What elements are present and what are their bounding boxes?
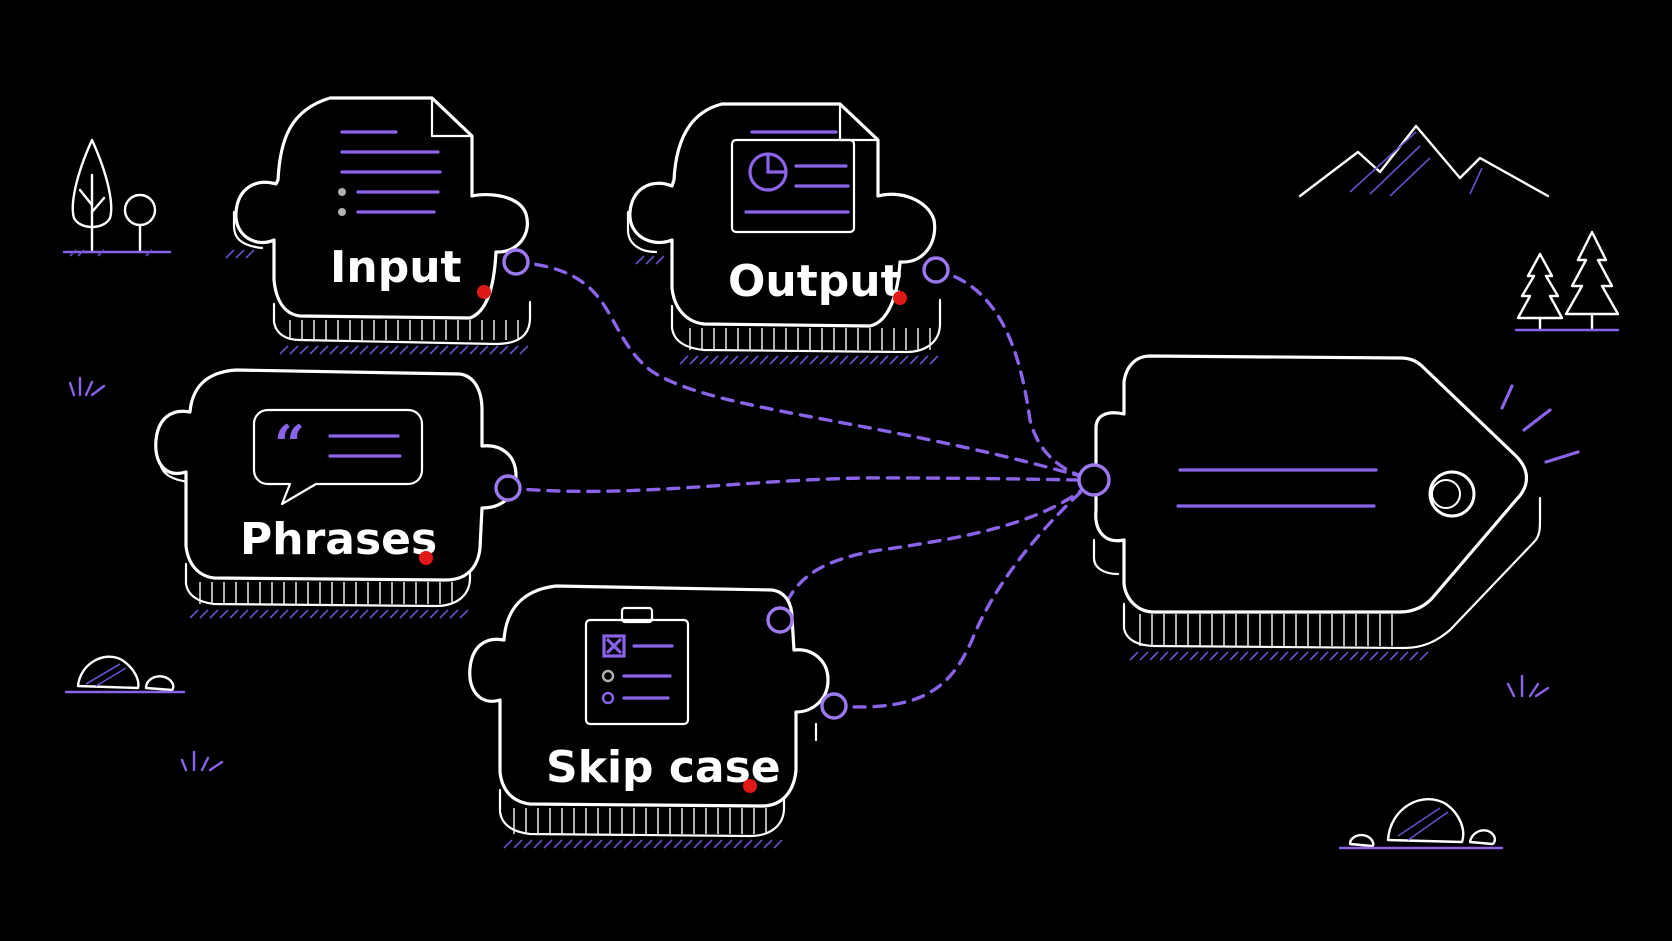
rock-icon (1338, 798, 1504, 850)
tag-hole-icon (1428, 470, 1476, 518)
output-port[interactable] (820, 692, 848, 720)
target-tag[interactable] (1077, 354, 1542, 650)
grass-icon (180, 750, 224, 772)
grass-icon (1506, 674, 1550, 698)
status-dot (893, 291, 907, 305)
connector-phrases (506, 476, 1096, 494)
output-port[interactable] (922, 256, 950, 284)
rock-icon (64, 655, 186, 694)
output-port[interactable] (502, 248, 530, 276)
scenery (62, 124, 1620, 850)
piece-label-phrases: Phrases (240, 514, 437, 565)
piece-label-skip-case: Skip case (546, 742, 781, 793)
quote-bubble-icon: “ (252, 408, 424, 506)
connector-input (514, 260, 1096, 482)
piece-3d-side (626, 210, 942, 354)
bush-icon (123, 193, 157, 254)
grass-icon (68, 376, 106, 397)
ground-shadow (69, 249, 153, 257)
puzzle-piece-phrases[interactable]: “ Phrases (154, 368, 522, 608)
mountain-icon (1298, 124, 1550, 198)
puzzle-piece-skip-case[interactable]: Skip case (468, 584, 848, 838)
status-dot (477, 285, 491, 299)
status-dot (419, 551, 433, 565)
document-chart-icon (730, 130, 856, 234)
status-dot (743, 779, 757, 793)
puzzle-piece-output[interactable]: Output (626, 102, 950, 354)
puzzle-piece-input[interactable]: Input (232, 96, 532, 346)
connector-skip-case-bottom (832, 478, 1096, 709)
piece-label-output: Output (728, 256, 902, 307)
output-port[interactable] (494, 474, 522, 502)
tag-3d-side (1092, 496, 1542, 650)
hatch-marks (189, 249, 1429, 849)
connectors (506, 260, 1096, 709)
piece-label-input: Input (330, 242, 462, 293)
pine-tree-icon (1514, 230, 1620, 332)
sparkle-icon (1500, 384, 1580, 464)
clipboard-checklist-icon (584, 606, 690, 726)
document-list-icon (338, 130, 442, 216)
piece-3d-side (232, 210, 532, 346)
tree-icon (71, 138, 113, 254)
output-port[interactable] (766, 606, 794, 634)
input-port[interactable] (1077, 463, 1111, 497)
svg-text:“: “ (274, 413, 305, 477)
connector-output (934, 268, 1096, 482)
connector-skip-case-top (778, 478, 1096, 622)
